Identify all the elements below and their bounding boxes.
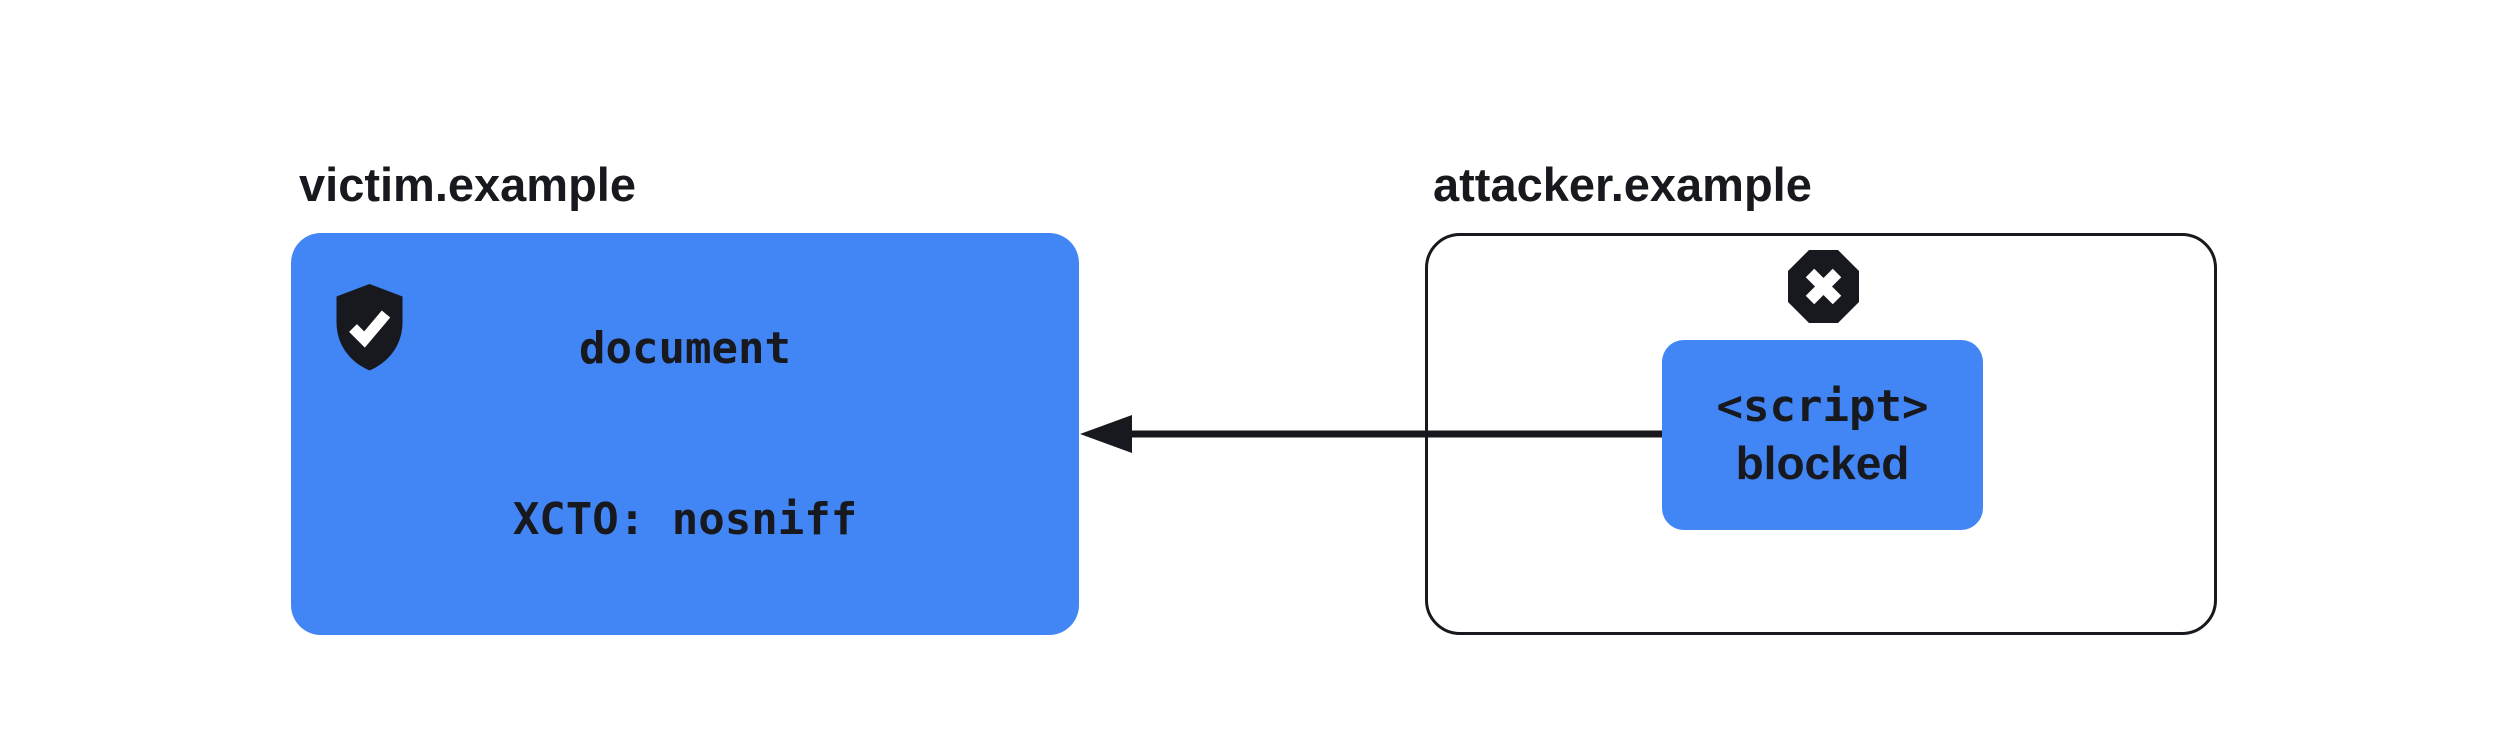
attacker-origin-label: attacker.example	[1433, 158, 1812, 211]
shield-check-icon	[336, 284, 403, 371]
blocked-x-icon	[1788, 250, 1859, 323]
victim-origin-label: victim.example	[299, 158, 637, 211]
script-blocked-text: blocked	[1735, 437, 1910, 489]
response-arrow	[1080, 415, 1665, 453]
blocked-script-box: <script> blocked	[1662, 340, 1983, 530]
victim-document-line1: document	[579, 323, 791, 374]
script-tag-text: <script>	[1716, 381, 1929, 432]
victim-document-line2: XCTO: nosniff	[512, 494, 858, 545]
victim-document-box: document XCTO: nosniff	[291, 233, 1079, 635]
victim-document-text: document XCTO: nosniff	[513, 206, 857, 662]
